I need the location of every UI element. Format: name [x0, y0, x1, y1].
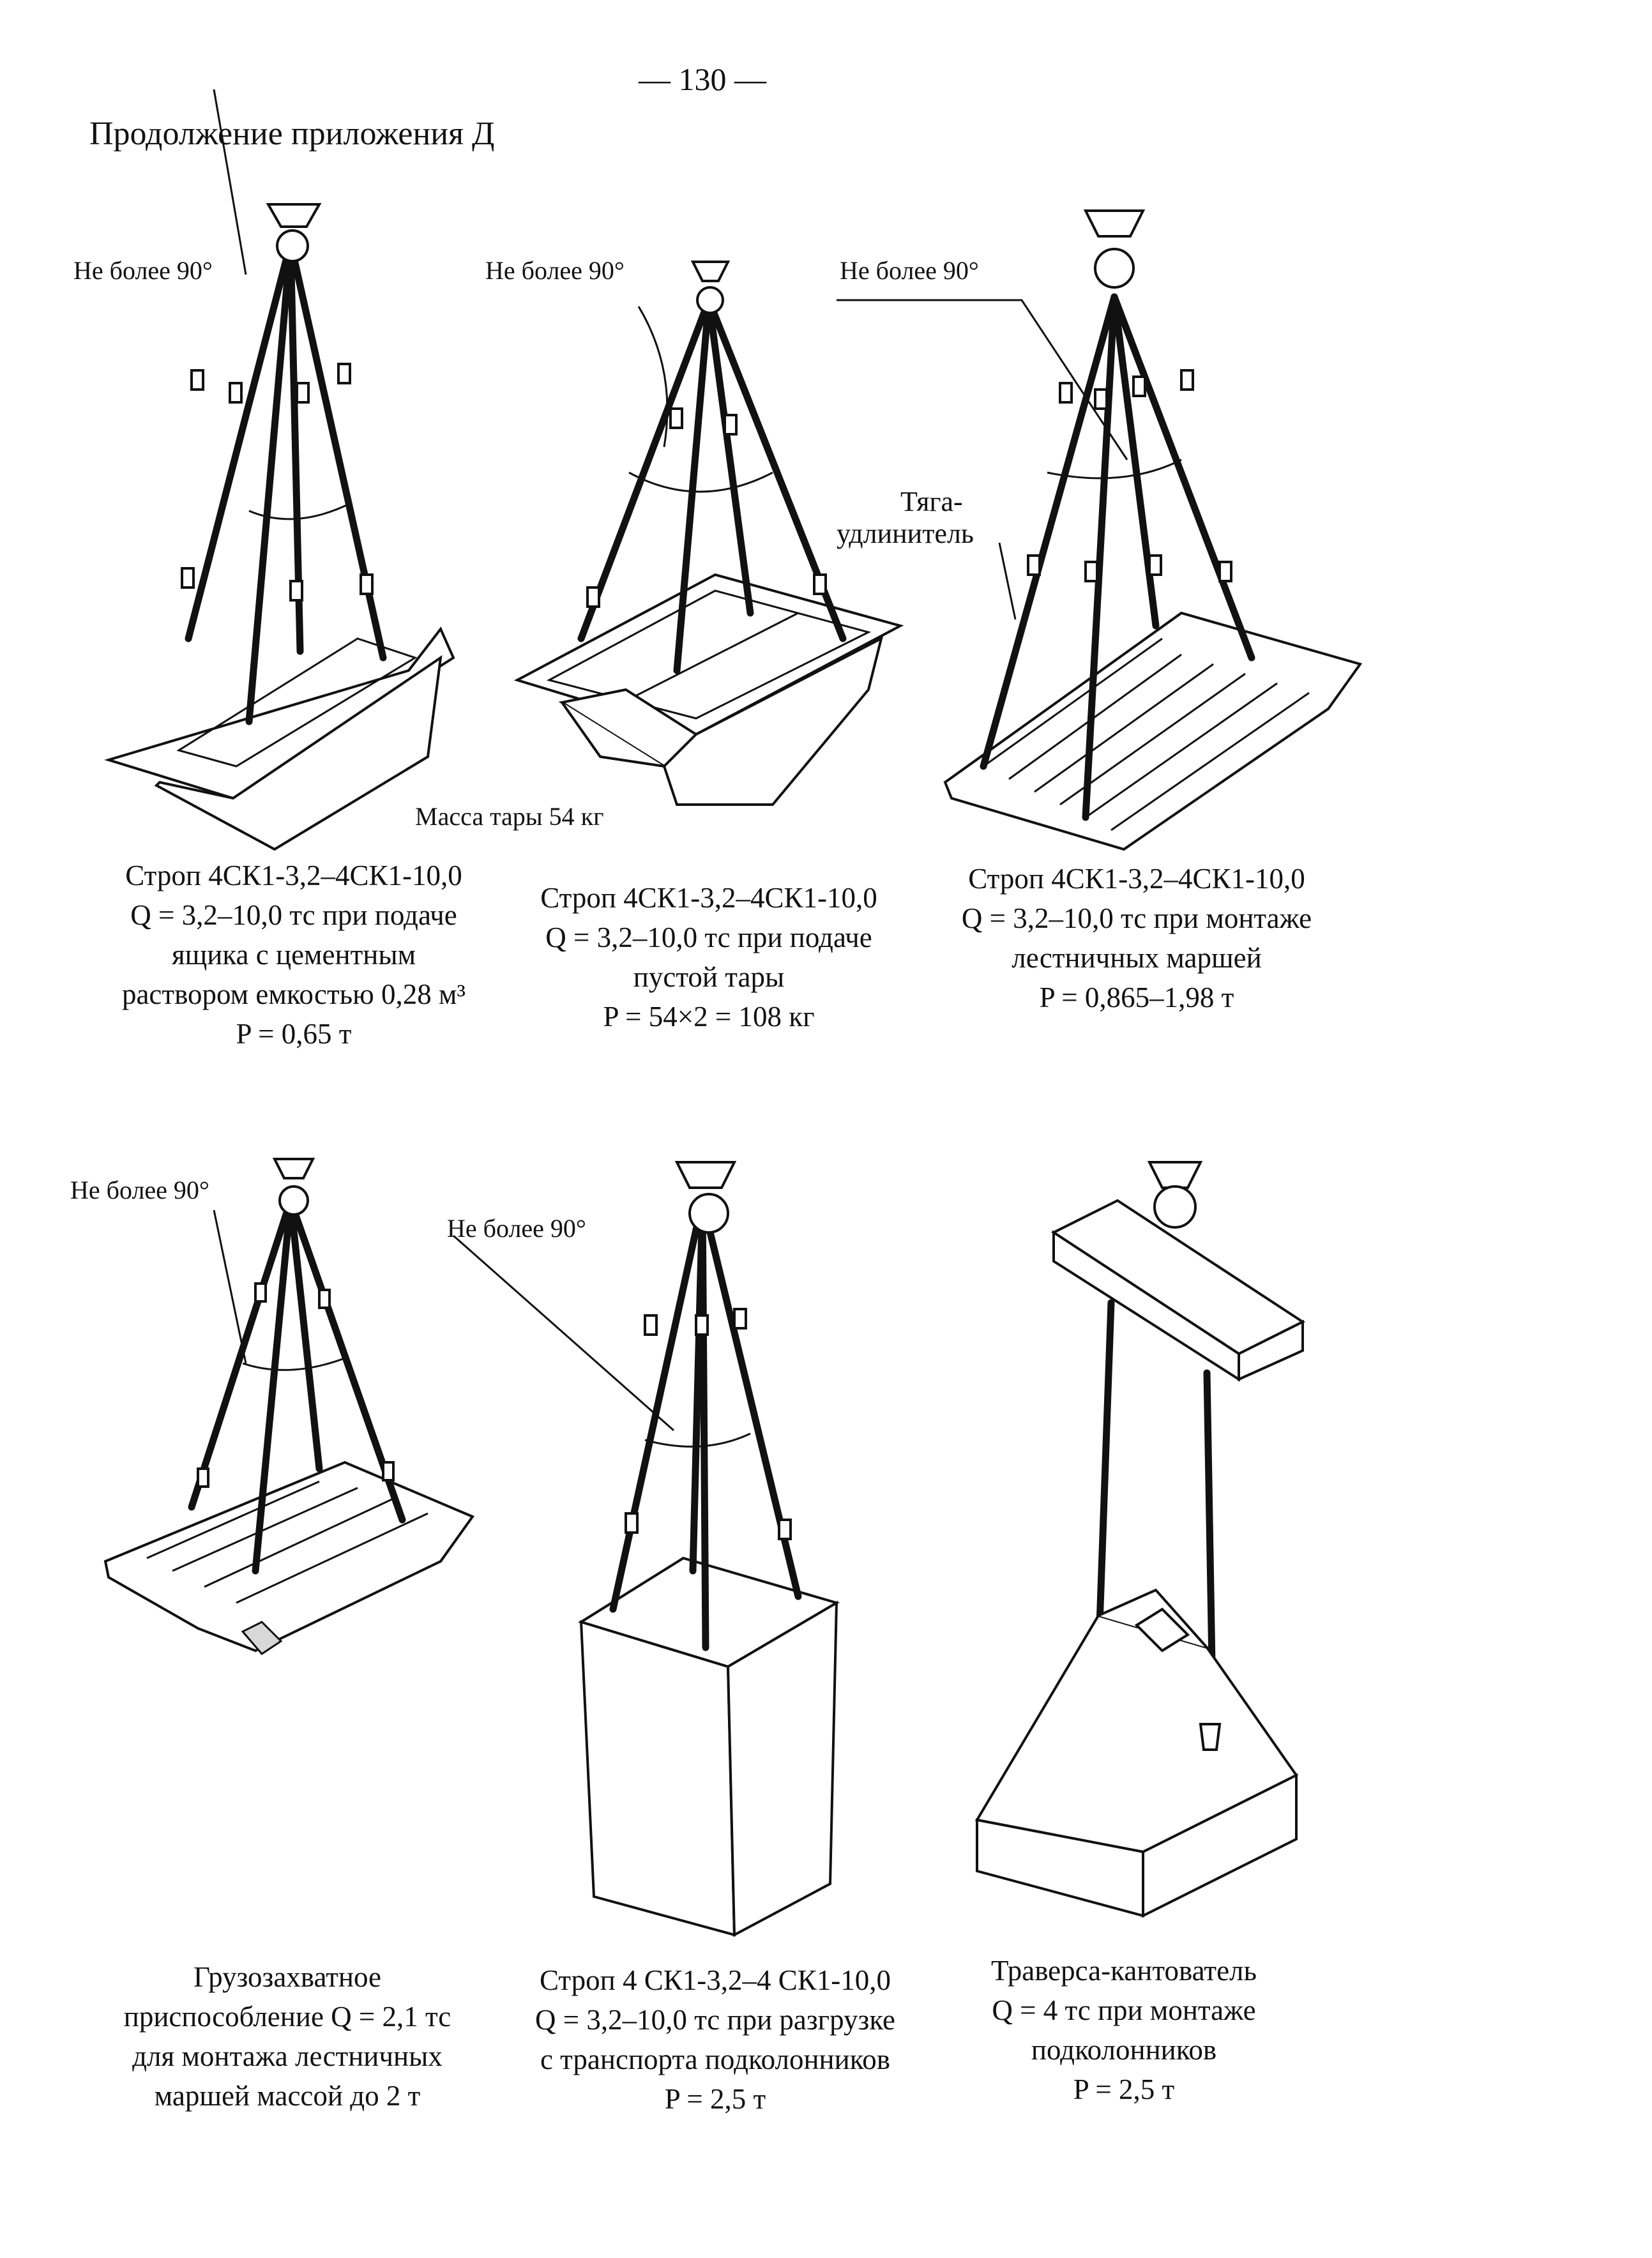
tyaga-label-line1: Тяга-: [900, 486, 963, 517]
caption-3-line-1: Строп 4СК1-3,2–4СК1-10,0: [968, 863, 1305, 895]
caption-figure-6: Траверса-кантователь Q = 4 тс при монтаж…: [945, 1951, 1303, 2109]
caption-5-line-4: P = 2,5 т: [664, 2083, 766, 2115]
figure-5-column-block: [453, 1161, 840, 1937]
caption-6-line-1: Траверса-кантователь: [990, 1955, 1257, 1987]
caption-3-line-4: P = 0,865–1,98 т: [1039, 981, 1234, 1013]
caption-4-line-4: маршей массой до 2 т: [154, 2080, 421, 2112]
caption-5-line-3: с транспорта подколонников: [540, 2043, 891, 2075]
figure-1-mortar-box: [104, 89, 455, 851]
caption-6-line-3: подколонников: [1031, 2034, 1217, 2066]
caption-1-line-3: ящика с цементным: [171, 939, 416, 971]
caption-4-line-2: приспособление Q = 2,1 тс: [123, 2001, 451, 2033]
figure-3-stair-flight: [837, 209, 1363, 851]
angle-label-1: Не более 90°: [73, 256, 213, 285]
angle-label-5: Не более 90°: [447, 1214, 586, 1243]
caption-figure-5: Строп 4 СК1-3,2–4 СК1-10,0 Q = 3,2–10,0 …: [504, 1960, 926, 2119]
caption-5-line-1: Строп 4 СК1-3,2–4 СК1-10,0: [540, 1964, 891, 1996]
caption-5-line-2: Q = 3,2–10,0 тс при разгрузке: [534, 2004, 896, 2036]
page-number: — 130 —: [639, 61, 766, 97]
caption-4-line-3: для монтажа лестничных: [132, 2040, 443, 2072]
caption-1-line-5: P = 0,65 т: [236, 1018, 352, 1050]
caption-2-line-1: Строп 4СК1-3,2–4СК1-10,0: [540, 882, 877, 914]
figure-2-empty-tare: [513, 261, 904, 806]
caption-2-line-4: P = 54×2 = 108 кг: [603, 1001, 815, 1033]
mass-label: Масса тары 54 кг: [415, 802, 604, 831]
angle-label-3: Не более 90°: [840, 256, 979, 285]
tyaga-label-line2: удлинитель: [837, 518, 974, 549]
figure-6-traverse: [974, 1161, 1306, 1918]
caption-figure-3: Строп 4СК1-3,2–4СК1-10,0 Q = 3,2–10,0 тс…: [932, 859, 1341, 1017]
caption-figure-2: Строп 4СК1-3,2–4СК1-10,0 Q = 3,2–10,0 тс…: [504, 878, 913, 1036]
caption-2-line-3: пустой тары: [633, 961, 785, 993]
caption-1-line-4: раствором емкостью 0,28 м³: [121, 978, 466, 1010]
caption-2-line-2: Q = 3,2–10,0 тс при подаче: [545, 921, 872, 953]
angle-label-2: Не более 90°: [485, 256, 625, 285]
caption-4-line-1: Грузозахватное: [193, 1961, 382, 1993]
caption-figure-1: Строп 4СК1-3,2–4СК1-10,0 Q = 3,2–10,0 тс…: [96, 856, 492, 1054]
caption-1-line-1: Строп 4СК1-3,2–4СК1-10,0: [125, 860, 462, 891]
page-header: Продолжение приложения Д: [89, 116, 495, 152]
caption-3-line-3: лестничных маршей: [1012, 942, 1262, 974]
figure-4-stair-gripper: [103, 1158, 475, 1655]
caption-6-line-2: Q = 4 тс при монтаже: [992, 1994, 1256, 2026]
caption-1-line-2: Q = 3,2–10,0 тс при подаче: [130, 899, 457, 931]
caption-6-line-4: P = 2,5 т: [1073, 2073, 1175, 2105]
angle-label-4: Не более 90°: [70, 1176, 209, 1204]
caption-3-line-2: Q = 3,2–10,0 тс при монтаже: [961, 902, 1312, 934]
caption-figure-4: Грузозахватное приспособление Q = 2,1 тс…: [89, 1957, 485, 2116]
